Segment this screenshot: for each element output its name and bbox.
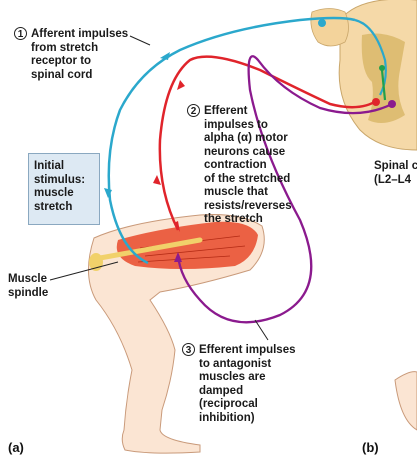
leader-step3 [254, 319, 269, 341]
leader-step1 [129, 35, 151, 46]
efferent-arrow-icon [177, 80, 185, 90]
quadriceps-muscle [89, 221, 258, 271]
efferent-motor-neuron [153, 55, 380, 232]
step2-number-icon: 2 [187, 104, 200, 117]
panel-a-label: (a) [8, 440, 24, 455]
initial-stimulus-box: Initial stimulus: muscle stretch [28, 153, 100, 225]
muscle-spindle-label: Muscle spindle [8, 273, 49, 299]
step3-number-icon: 3 [182, 343, 195, 356]
spinal-cord-label: Spinal c (L2–L4 [374, 160, 417, 186]
afferent-arrow-icon [104, 188, 112, 198]
interneuron [379, 65, 387, 101]
spinal-cord-section [310, 0, 417, 151]
leader-spindle [49, 261, 119, 281]
panel-b-label: (b) [362, 440, 379, 455]
inhibitory-pathway [174, 55, 396, 324]
panel-b-leg [394, 371, 417, 431]
leg-outline [87, 214, 265, 454]
step1-number-icon: 1 [14, 27, 27, 40]
